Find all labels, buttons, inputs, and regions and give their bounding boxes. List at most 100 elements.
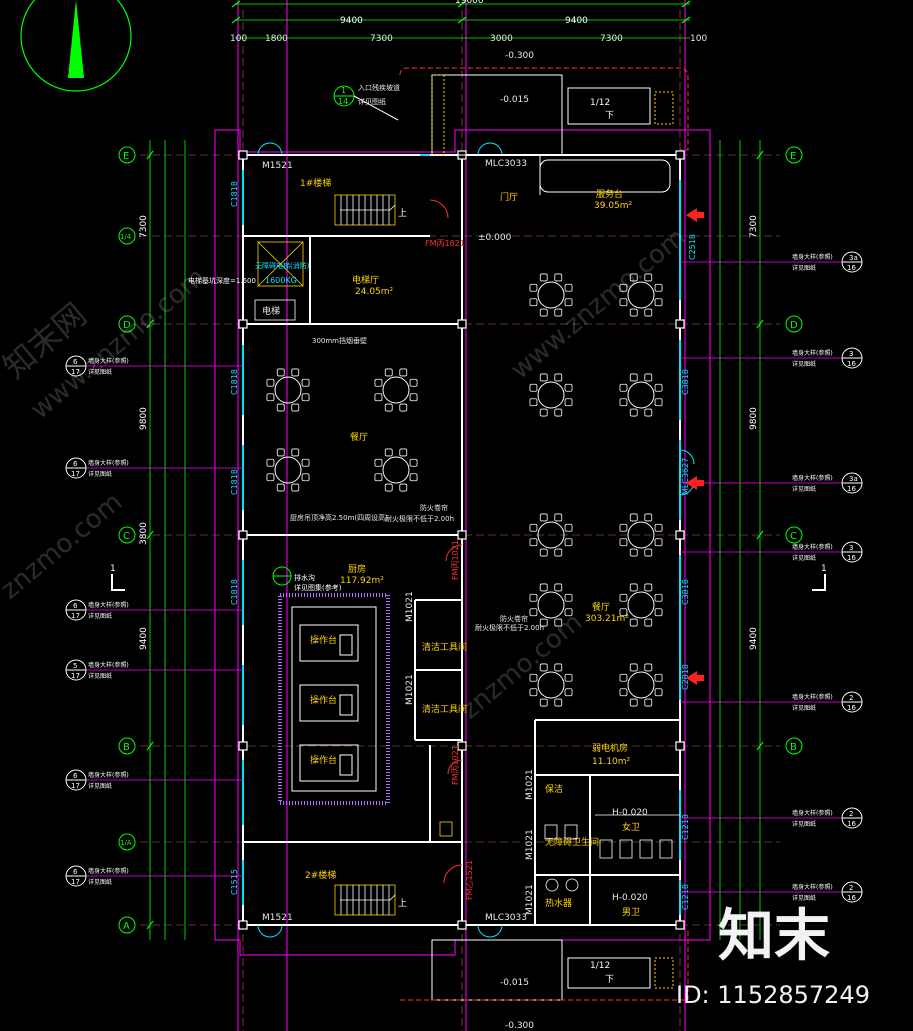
axis-label-b: B <box>790 742 797 753</box>
round-table-with-chairs <box>619 583 663 627</box>
chair <box>529 398 538 407</box>
fire-doors <box>429 199 463 884</box>
dim-left-3: 9400 <box>139 627 149 650</box>
chair <box>291 483 300 492</box>
entrance-canopy-bottom <box>400 930 689 1001</box>
chair <box>654 608 663 617</box>
chair <box>619 298 628 307</box>
chair <box>409 378 418 387</box>
dimension-lines <box>146 0 764 940</box>
round-table-with-chairs <box>529 273 573 317</box>
chair <box>554 548 563 557</box>
detail-callout-number: 3 <box>849 350 853 358</box>
chair <box>644 513 653 522</box>
detail-callout-page: 16 <box>847 554 856 562</box>
ramp-down-bottom: 下 <box>605 975 614 985</box>
chair <box>301 378 310 387</box>
chair <box>654 523 663 532</box>
detail-callout-page: 17 <box>71 782 80 790</box>
chair <box>564 673 573 682</box>
chair <box>266 473 275 482</box>
round-table-with-chairs <box>266 448 310 492</box>
axis-label-c: C <box>123 531 130 542</box>
detail-callout-page: 17 <box>71 672 80 680</box>
round-table-with-chairs <box>374 448 418 492</box>
stair-2 <box>334 884 396 916</box>
door-label: MLC3033 <box>485 159 527 169</box>
detail-callout-page: 17 <box>71 368 80 376</box>
round-table-with-chairs <box>619 513 663 557</box>
chair <box>276 368 285 377</box>
detail-callout-number: 2 <box>849 884 853 892</box>
chair <box>554 513 563 522</box>
stair-2-up: 上 <box>398 898 407 909</box>
chair <box>266 458 275 467</box>
door-labels: M1521 MLC3033 MLC3033 M1521 FM丙1821 FM丙1… <box>262 159 535 923</box>
window-label: C1818 <box>230 469 239 495</box>
kitchen-label: 厨房 <box>348 563 366 575</box>
windows <box>242 154 681 915</box>
chair <box>384 448 393 457</box>
detail-callout-number: 3 <box>849 544 853 552</box>
dim-right-2: 9800 <box>749 407 759 430</box>
chair <box>654 398 663 407</box>
foyer-label: 门厅 <box>500 191 518 203</box>
ramp-slope-top: 1/12 <box>590 98 610 108</box>
accessible-wc-label: 无障碍卫生间 <box>545 836 599 848</box>
detail-callout-number: 6 <box>73 602 78 610</box>
drain-note: 详见图集(参考) <box>294 583 342 592</box>
chair <box>629 583 638 592</box>
chair <box>619 593 628 602</box>
chair <box>529 673 538 682</box>
chair <box>539 308 548 317</box>
chair <box>564 398 573 407</box>
level-step-bottom: -0.015 <box>500 978 529 988</box>
chair <box>539 583 548 592</box>
chair <box>644 548 653 557</box>
stair-1 <box>334 194 396 226</box>
stair-1-up: 上 <box>398 208 407 219</box>
chair <box>644 373 653 382</box>
elevator-hall-area: 24.05m² <box>355 287 394 297</box>
detail-callout-subtext: 详见图纸 <box>792 264 816 272</box>
axis-label-e: E <box>123 151 129 162</box>
chair <box>539 513 548 522</box>
ramp-down-top: 下 <box>605 111 614 121</box>
detail-callout-text: 墙身大样(参照) <box>88 867 129 875</box>
door-label: M1521 <box>262 161 293 171</box>
chair <box>619 523 628 532</box>
chair <box>619 608 628 617</box>
chair <box>301 458 310 467</box>
detail-callout-number: 2 <box>849 694 853 702</box>
door-label: M1021 <box>405 591 415 622</box>
chair <box>654 298 663 307</box>
chair <box>266 378 275 387</box>
detail-callout-page: 16 <box>847 485 856 493</box>
chair <box>629 513 638 522</box>
detail-callout-text: 墙身大样(参照) <box>88 771 129 779</box>
chair <box>529 523 538 532</box>
chair <box>539 663 548 672</box>
dim-seg: 100 <box>690 34 707 44</box>
chair <box>529 298 538 307</box>
north-arrow-icon <box>20 0 132 92</box>
detail-callout-number: 6 <box>73 358 78 366</box>
smoke-barrier-note: 300mm挡烟垂壁 <box>312 336 367 345</box>
chair <box>276 483 285 492</box>
reception-area: 39.05m² <box>594 201 633 211</box>
stair-2-label: 2#楼梯 <box>305 869 336 881</box>
chair <box>564 538 573 547</box>
door-label: M1521 <box>262 913 293 923</box>
chair <box>554 308 563 317</box>
chair <box>629 308 638 317</box>
prep-table-label: 操作台 <box>310 754 337 766</box>
window-label: C3818 <box>681 579 690 605</box>
axis-label-1-4: 1/4 <box>120 233 132 241</box>
drain-label: 排水沟 <box>294 573 315 582</box>
